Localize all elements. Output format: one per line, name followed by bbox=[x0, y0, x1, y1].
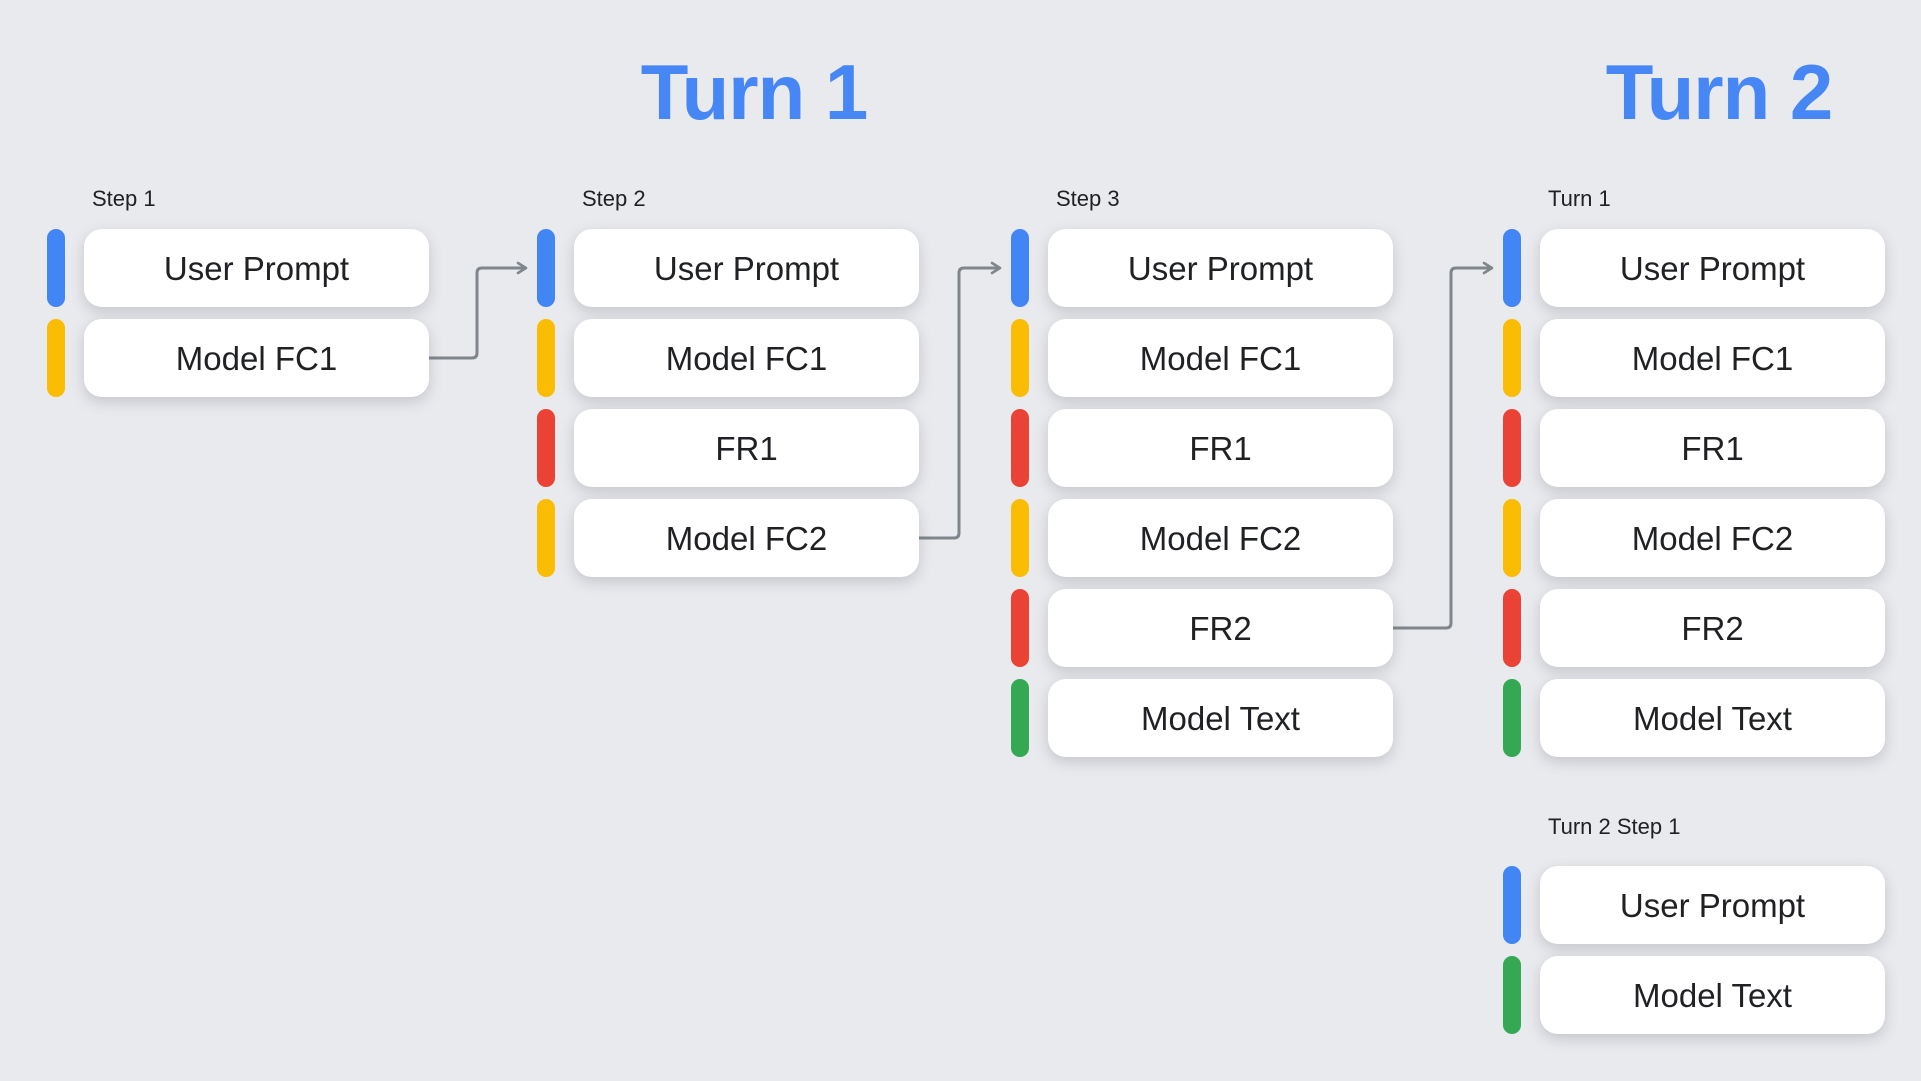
model-fc-color-bar bbox=[1011, 499, 1029, 577]
arrow-step3-to-turn1 bbox=[1393, 261, 1494, 630]
group-label-turn-2-step-1: Turn 2 Step 1 bbox=[1548, 814, 1681, 839]
box-label: User Prompt bbox=[1619, 886, 1806, 924]
arrow-step2-to-step3 bbox=[919, 261, 1002, 540]
group-step-2: Step 2 User Prompt Model FC1 FR1 Model F… bbox=[537, 186, 919, 589]
model-fc-color-bar bbox=[1011, 319, 1029, 397]
box-label: Model FC2 bbox=[665, 519, 828, 557]
box-label: FR1 bbox=[715, 429, 778, 467]
box-fr1: FR1 bbox=[1540, 409, 1885, 487]
block-model-fc2: Model FC2 bbox=[537, 499, 919, 577]
block-model-fc2: Model FC2 bbox=[1011, 499, 1393, 577]
block-model-fc1: Model FC1 bbox=[537, 319, 919, 397]
block-model-text: Model Text bbox=[1503, 679, 1885, 757]
function-response-color-bar bbox=[1011, 409, 1029, 487]
group-label-step-3: Step 3 bbox=[1056, 186, 1120, 211]
block-user-prompt: User Prompt bbox=[1011, 229, 1393, 307]
box-model-fc1: Model FC1 bbox=[574, 319, 919, 397]
box-model-fc1: Model FC1 bbox=[1048, 319, 1393, 397]
box-model-text: Model Text bbox=[1048, 679, 1393, 757]
box-fr1: FR1 bbox=[1048, 409, 1393, 487]
box-user-prompt: User Prompt bbox=[1540, 866, 1885, 944]
user-prompt-color-bar bbox=[1503, 866, 1521, 944]
turn-1-title: Turn 1 bbox=[640, 48, 869, 136]
block-user-prompt: User Prompt bbox=[537, 229, 919, 307]
block-fr1: FR1 bbox=[1503, 409, 1885, 487]
block-model-fc1: Model FC1 bbox=[47, 319, 429, 397]
box-label: Model FC1 bbox=[1631, 339, 1794, 377]
function-response-color-bar bbox=[1011, 589, 1029, 667]
block-user-prompt: User Prompt bbox=[1503, 229, 1885, 307]
block-fr2: FR2 bbox=[1503, 589, 1885, 667]
box-label: Model Text bbox=[1633, 699, 1792, 737]
box-model-fc1: Model FC1 bbox=[1540, 319, 1885, 397]
model-fc-color-bar bbox=[1503, 319, 1521, 397]
model-fc-color-bar bbox=[537, 499, 555, 577]
model-text-color-bar bbox=[1503, 956, 1521, 1034]
model-fc-color-bar bbox=[537, 319, 555, 397]
model-text-color-bar bbox=[1503, 679, 1521, 757]
function-response-color-bar bbox=[1503, 409, 1521, 487]
box-label: Model Text bbox=[1141, 699, 1300, 737]
box-fr2: FR2 bbox=[1540, 589, 1885, 667]
block-fr2: FR2 bbox=[1011, 589, 1393, 667]
box-user-prompt: User Prompt bbox=[84, 229, 429, 307]
group-label-step-2: Step 2 bbox=[582, 186, 646, 211]
user-prompt-color-bar bbox=[1011, 229, 1029, 307]
group-label-turn-1: Turn 1 bbox=[1548, 186, 1611, 211]
box-label: Model FC1 bbox=[665, 339, 828, 377]
arrow-step1-to-step2 bbox=[429, 261, 528, 360]
box-label: Model FC2 bbox=[1139, 519, 1302, 557]
block-fr1: FR1 bbox=[1011, 409, 1393, 487]
box-user-prompt: User Prompt bbox=[1048, 229, 1393, 307]
box-label: User Prompt bbox=[653, 249, 840, 287]
block-model-text: Model Text bbox=[1011, 679, 1393, 757]
user-prompt-color-bar bbox=[537, 229, 555, 307]
box-label: FR1 bbox=[1681, 429, 1744, 467]
box-fr1: FR1 bbox=[574, 409, 919, 487]
function-response-color-bar bbox=[1503, 589, 1521, 667]
block-model-fc1: Model FC1 bbox=[1503, 319, 1885, 397]
block-model-text: Model Text bbox=[1503, 956, 1885, 1034]
user-prompt-color-bar bbox=[47, 229, 65, 307]
box-user-prompt: User Prompt bbox=[574, 229, 919, 307]
group-turn-2-step-1: Turn 2 Step 1 User Prompt Model Text bbox=[1503, 814, 1885, 1046]
group-step-1: Step 1 User Prompt Model FC1 bbox=[47, 186, 429, 409]
turn-2-title: Turn 2 bbox=[1605, 48, 1834, 136]
group-step-3: Step 3 User Prompt Model FC1 FR1 Model F… bbox=[1011, 186, 1393, 769]
box-label: User Prompt bbox=[1619, 249, 1806, 287]
box-label: FR2 bbox=[1681, 609, 1744, 647]
box-user-prompt: User Prompt bbox=[1540, 229, 1885, 307]
box-model-text: Model Text bbox=[1540, 679, 1885, 757]
box-model-fc2: Model FC2 bbox=[1048, 499, 1393, 577]
box-model-text: Model Text bbox=[1540, 956, 1885, 1034]
box-model-fc2: Model FC2 bbox=[1540, 499, 1885, 577]
box-label: Model Text bbox=[1633, 976, 1792, 1014]
block-fr1: FR1 bbox=[537, 409, 919, 487]
box-fr2: FR2 bbox=[1048, 589, 1393, 667]
model-fc-color-bar bbox=[1503, 499, 1521, 577]
box-model-fc1: Model FC1 bbox=[84, 319, 429, 397]
box-label: Model FC2 bbox=[1631, 519, 1794, 557]
box-label: FR2 bbox=[1189, 609, 1252, 647]
block-model-fc1: Model FC1 bbox=[1011, 319, 1393, 397]
box-label: User Prompt bbox=[163, 249, 350, 287]
box-label: FR1 bbox=[1189, 429, 1252, 467]
model-fc-color-bar bbox=[47, 319, 65, 397]
user-prompt-color-bar bbox=[1503, 229, 1521, 307]
group-label-step-1: Step 1 bbox=[92, 186, 156, 211]
function-response-color-bar bbox=[537, 409, 555, 487]
box-label: Model FC1 bbox=[175, 339, 338, 377]
box-label: User Prompt bbox=[1127, 249, 1314, 287]
block-user-prompt: User Prompt bbox=[47, 229, 429, 307]
block-user-prompt: User Prompt bbox=[1503, 866, 1885, 944]
model-text-color-bar bbox=[1011, 679, 1029, 757]
box-model-fc2: Model FC2 bbox=[574, 499, 919, 577]
block-model-fc2: Model FC2 bbox=[1503, 499, 1885, 577]
box-label: Model FC1 bbox=[1139, 339, 1302, 377]
group-turn-1: Turn 1 User Prompt Model FC1 FR1 Model F… bbox=[1503, 186, 1885, 769]
